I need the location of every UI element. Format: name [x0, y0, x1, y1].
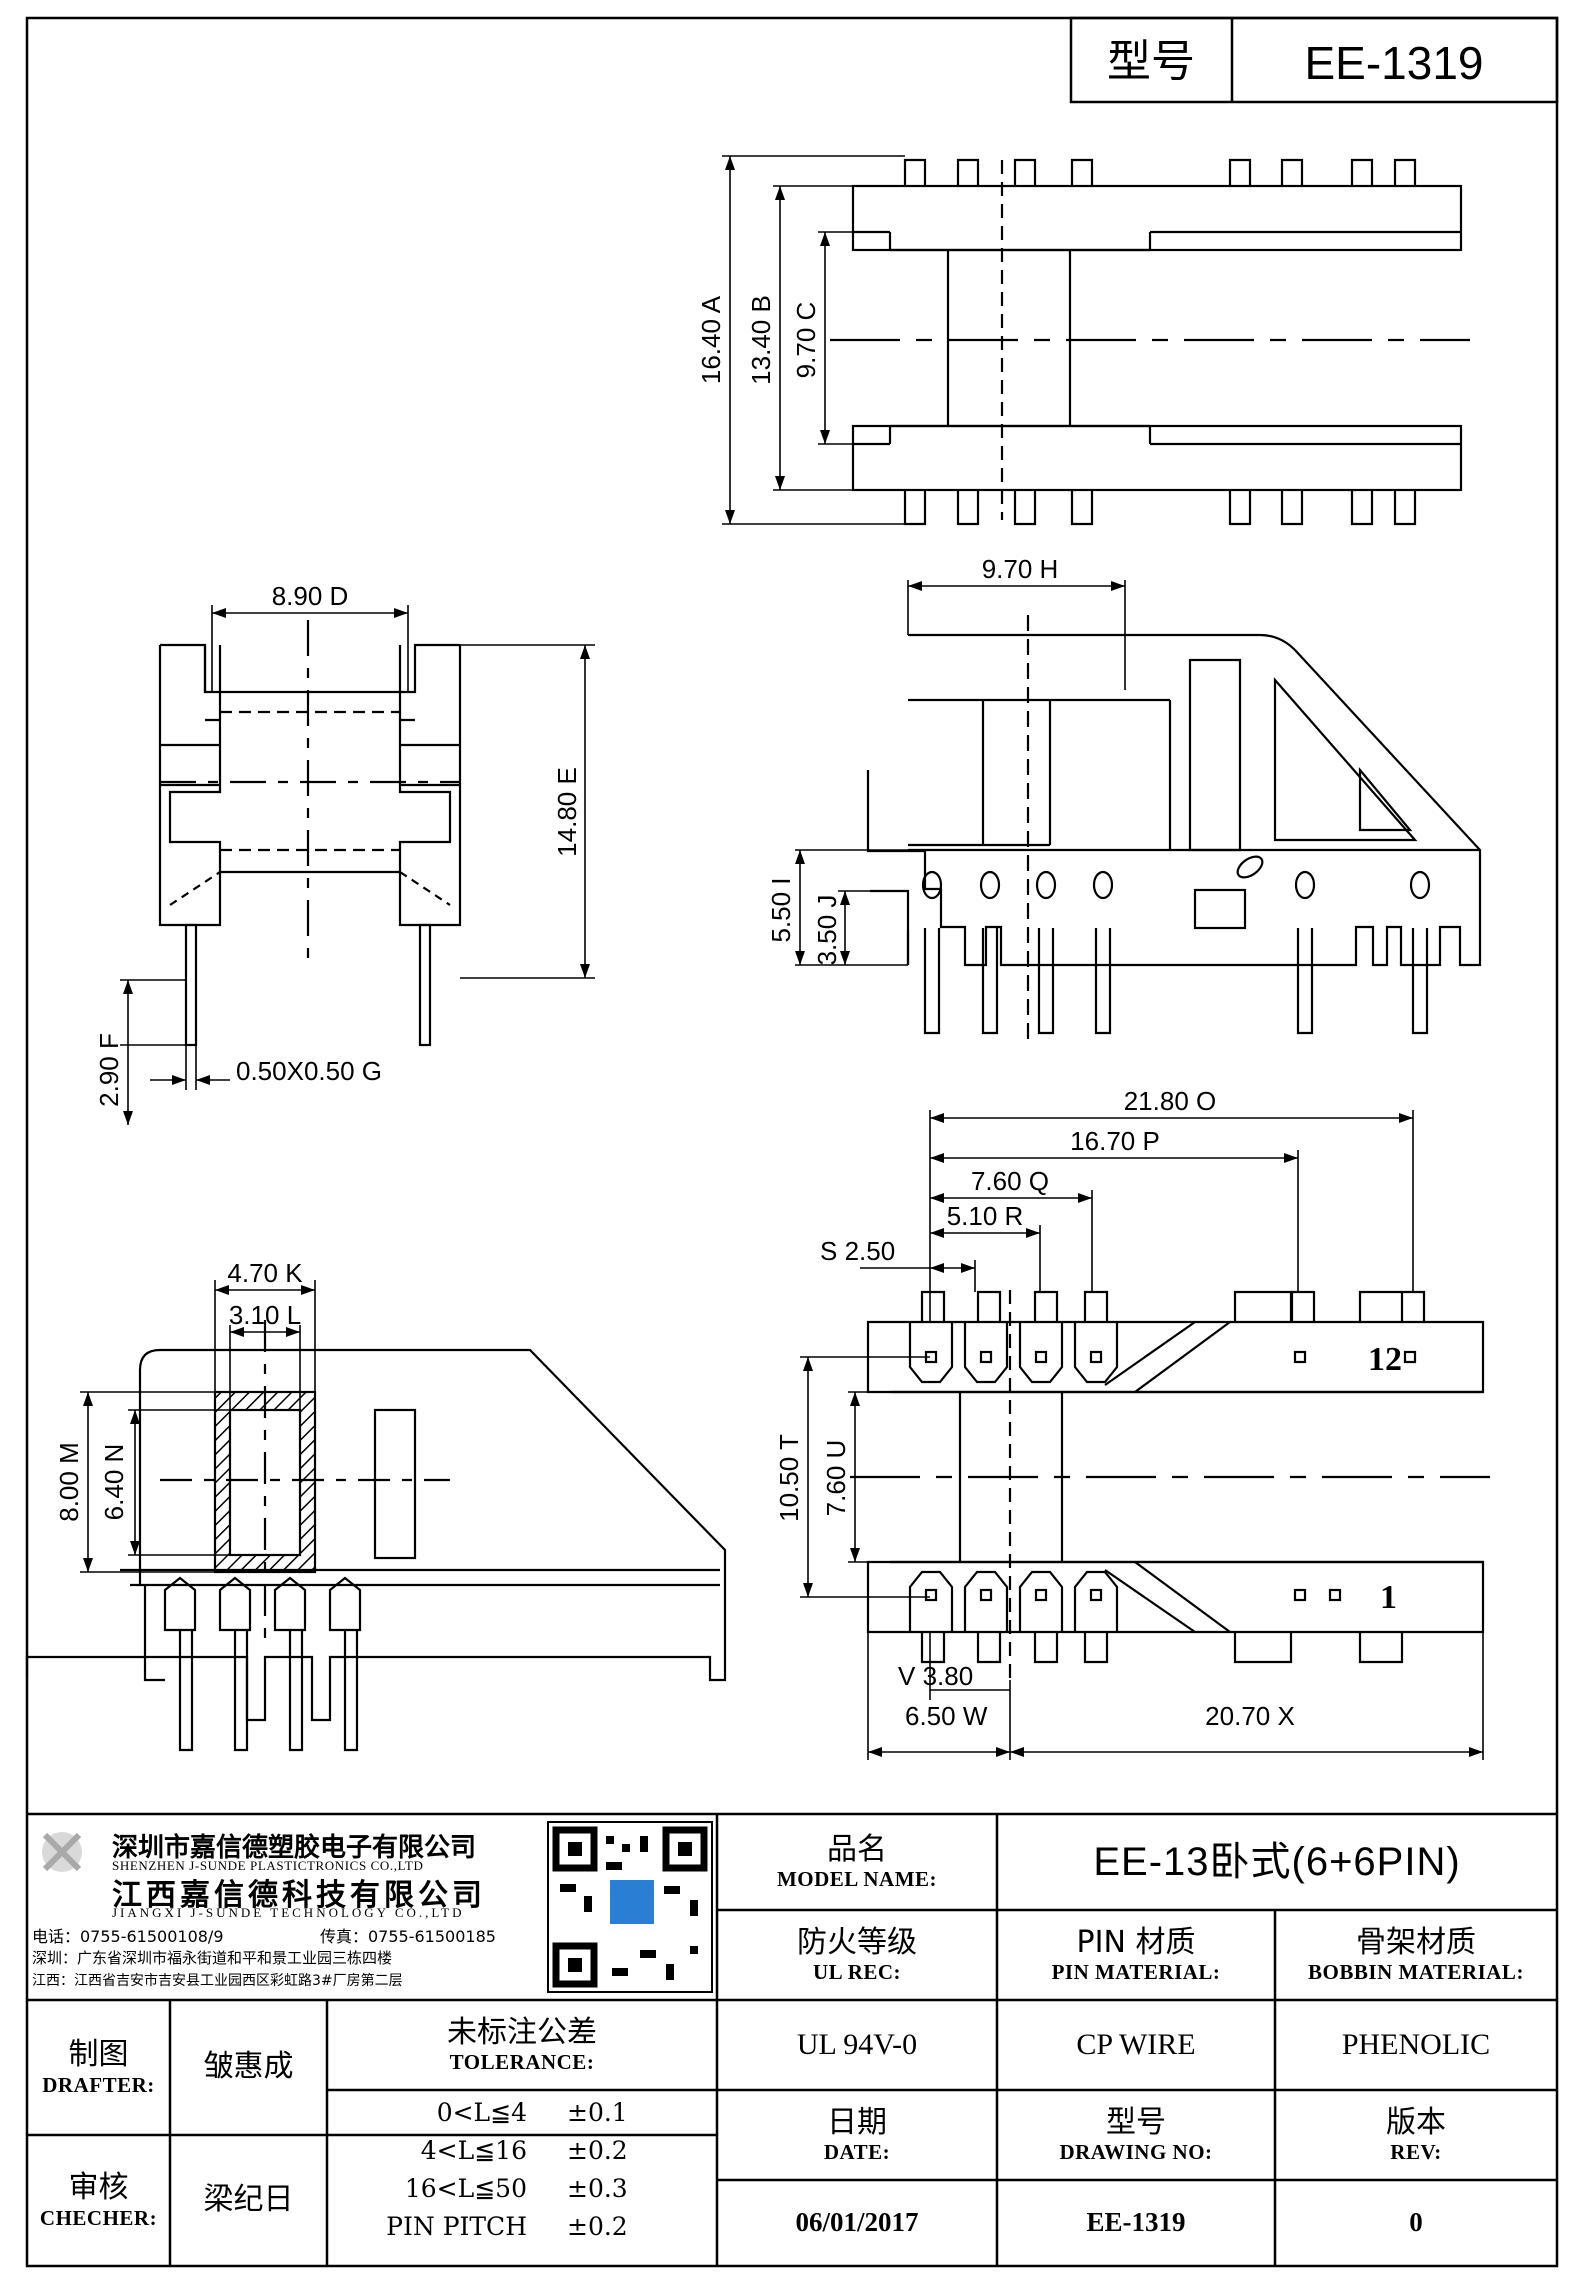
drafter-label-en: DRAFTER: [42, 2072, 155, 2097]
tolerance-title: 未标注公差 TOLERANCE: [327, 2000, 717, 2090]
drafter-label: 制图 DRAFTER: [27, 2000, 170, 2135]
model-name-value: EE-13卧式(6+6PIN) [1093, 1840, 1461, 1884]
dim-U: 7.60 U [821, 1440, 851, 1517]
bobbin-material-label-en: BOBBIN MATERIAL: [1308, 1960, 1524, 1985]
drawing-no-label-en: DRAWING NO: [1059, 2140, 1213, 2165]
dim-B: 13.40 B [746, 295, 776, 385]
type-value: EE-1319 [1304, 37, 1483, 89]
sheet-border [25, 16, 1559, 2268]
model-name-label-en: MODEL NAME: [776, 1867, 938, 1892]
pin-material-label: PIN 材质 PIN MATERIAL: [997, 1910, 1275, 2000]
type-label: 型号 [1107, 36, 1195, 87]
dim-J: 3.50 J [812, 895, 842, 966]
company-name-cn-1: 深圳市嘉信德塑胶电子有限公司 [112, 1833, 477, 1863]
dim-R: 5.10 R [947, 1201, 1024, 1231]
tolerance-value: ±0.1 [567, 2098, 628, 2127]
pin-12-label: 12 [1368, 1341, 1402, 1378]
dim-A: 16.40 A [696, 295, 726, 384]
rev-value: 0 [1409, 2207, 1423, 2238]
ul-rec-label: 防火等级 UL REC: [717, 1910, 997, 2000]
company-tel: 电话：0755-61500108/9 [32, 1927, 224, 1946]
dim-T: 10.50 T [774, 1434, 804, 1522]
company-name-en-1: SHENZHEN J-SUNDE PLASTICTRONICS CO.,LTD [112, 1858, 424, 1873]
pin-material-label-en: PIN MATERIAL: [1051, 1960, 1221, 1985]
bottom-view [800, 1110, 1490, 1760]
date-label: 日期 DATE: [717, 2090, 997, 2180]
dim-F: 2.90 F [94, 1033, 124, 1107]
dimension-arrows [83, 156, 1483, 1757]
date-value: 06/01/2017 [795, 2207, 919, 2238]
drawing-no-label: 型号 DRAWING NO: [997, 2090, 1275, 2180]
tolerance-range: 16<L≦50 [404, 2174, 527, 2203]
dim-O: 21.80 O [1124, 1086, 1217, 1116]
model-name-label-cn: 品名 [827, 1831, 887, 1867]
dim-X: 20.70 X [1205, 1701, 1295, 1731]
section-view [25, 1280, 727, 1752]
type-box: 型号 EE-1319 [1069, 16, 1559, 104]
date-label-cn: 日期 [827, 2104, 887, 2140]
tolerance-range: 4<L≦16 [420, 2136, 527, 2165]
bobbin-material-label: 骨架材质 BOBBIN MATERIAL: [1275, 1910, 1557, 2000]
tolerance-range: PIN PITCH [386, 2212, 527, 2241]
top-view [722, 155, 1470, 526]
tolerance-value: ±0.2 [567, 2136, 628, 2165]
company-logo [42, 1832, 82, 1872]
company-address-sz: 深圳：广东省深圳市福永街道和平和景工业园三栋四楼 [32, 1949, 393, 1967]
dim-W: 6.50 W [905, 1701, 988, 1731]
pin-material-value: CP WIRE [1076, 2027, 1196, 2061]
rev-label-en: REV: [1390, 2140, 1442, 2165]
dim-M: 8.00 M [54, 1442, 84, 1522]
dim-V: V 3.80 [898, 1661, 973, 1691]
drafter-name: 皱惠成 [203, 2049, 294, 2085]
tolerance-title-cn: 未标注公差 [447, 2014, 597, 2050]
drawing-no-label-cn: 型号 [1106, 2104, 1166, 2140]
title-block-lines [27, 1812, 1557, 2266]
dim-C: 9.70 C [791, 302, 821, 379]
ul-rec-label-cn: 防火等级 [797, 1924, 917, 1960]
side-view [795, 580, 1482, 1040]
dim-I: 5.50 I [766, 877, 796, 942]
checker-label-cn: 审核 [68, 2170, 129, 2206]
dim-K: 4.70 K [227, 1258, 303, 1288]
company-name-cn-2: 江西嘉信德科技有限公司 [112, 1878, 486, 1913]
pin-material-label-cn: PIN 材质 [1076, 1924, 1196, 1960]
ul-rec-value: UL 94V-0 [796, 2027, 918, 2061]
front-view [120, 605, 595, 1125]
company-fax: 传真：0755-61500185 [320, 1927, 496, 1946]
tolerance-title-en: TOLERANCE: [449, 2050, 595, 2075]
bobbin-material-value: PHENOLIC [1341, 2027, 1491, 2061]
dim-L: 3.10 L [229, 1300, 301, 1330]
checker-label-en: CHECHER: [39, 2205, 158, 2230]
dim-Q: 7.60 Q [971, 1166, 1049, 1196]
dim-G: 0.50X0.50 G [236, 1056, 382, 1086]
tolerance-value: ±0.3 [567, 2174, 628, 2203]
date-label-en: DATE: [823, 2140, 891, 2165]
dim-D: 8.90 D [272, 581, 349, 611]
dim-E: 14.80 E [552, 767, 582, 857]
tolerance-value: ±0.2 [567, 2212, 628, 2241]
bobbin-material-label-cn: 骨架材质 [1356, 1924, 1476, 1960]
model-name-label: 品名 MODEL NAME: [717, 1814, 997, 1910]
qr-code [547, 1821, 713, 1993]
checker-label: 审核 CHECHER: [27, 2135, 170, 2266]
dim-H: 9.70 H [982, 554, 1059, 584]
drawing-no-value: EE-1319 [1086, 2207, 1186, 2238]
dim-S: S 2.50 [820, 1236, 895, 1266]
dim-N: 6.40 N [99, 1444, 129, 1521]
tolerance-range: 0<L≦4 [436, 2098, 527, 2127]
drafter-label-cn: 制图 [68, 2037, 129, 2073]
company-name-en-2: JIANGXI J-SUNDE TECHNOLOGY CO.,LTD [112, 1905, 465, 1920]
dim-P: 16.70 P [1070, 1126, 1160, 1156]
tolerance-table: 0<L≦4 ±0.1 4<L≦16 ±0.2 16<L≦50 ±0.3 PIN … [327, 2090, 717, 2266]
rev-label-cn: 版本 [1386, 2104, 1446, 2140]
checker-name: 梁纪日 [203, 2182, 294, 2218]
rev-label: 版本 REV: [1275, 2090, 1557, 2180]
ul-rec-label-en: UL REC: [812, 1960, 902, 1985]
company-address-jx: 江西：江西省吉安市吉安县工业园西区彩虹路3#厂房第二层 [32, 1973, 403, 1989]
pin-1-label: 1 [1380, 1579, 1397, 1616]
